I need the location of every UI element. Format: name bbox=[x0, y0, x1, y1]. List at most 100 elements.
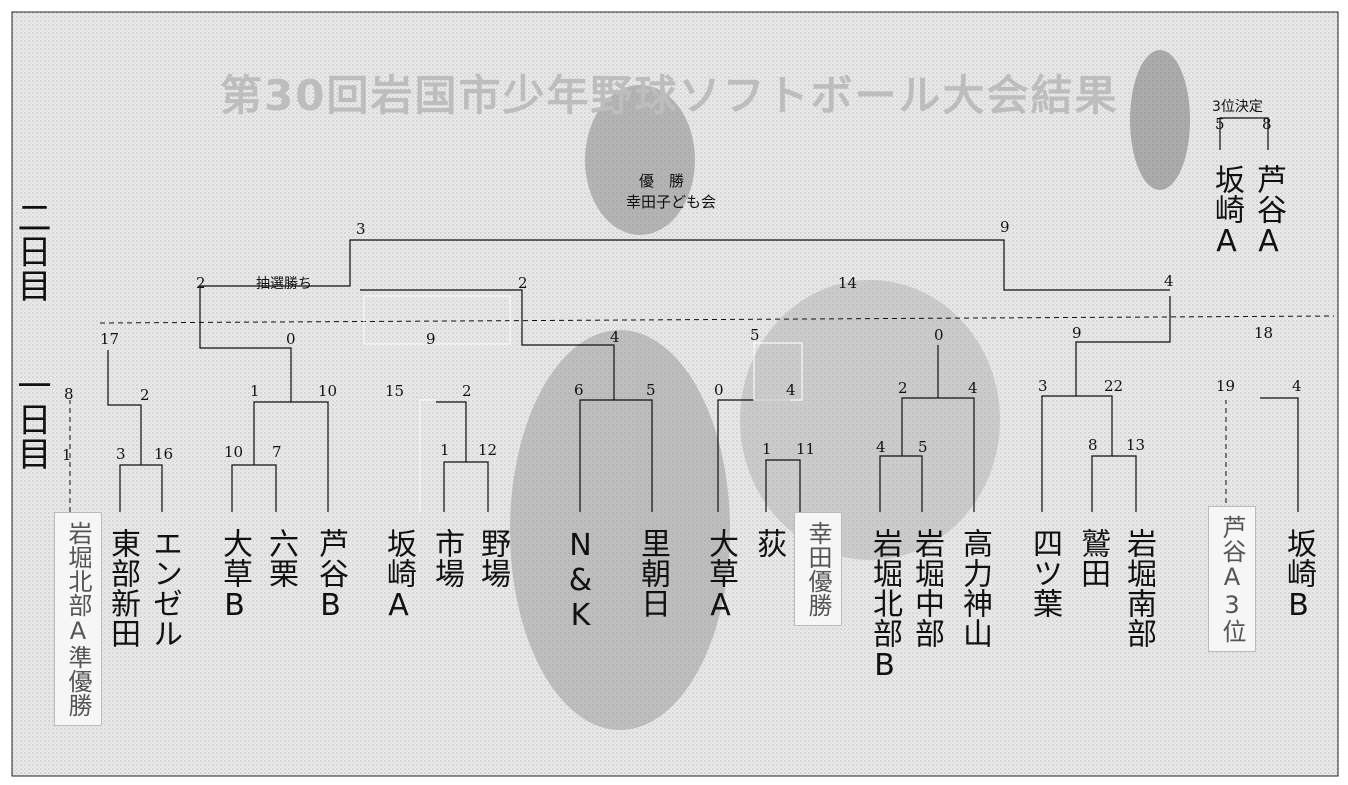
team-name: 岩堀南部 bbox=[1121, 528, 1156, 648]
score: 19 bbox=[1216, 377, 1236, 395]
round-label-day1: 一日目 bbox=[11, 368, 51, 470]
score: 9 bbox=[426, 330, 436, 348]
score: 22 bbox=[1104, 377, 1124, 395]
score: 5 bbox=[750, 326, 760, 344]
team-name: 四ツ葉 bbox=[1027, 528, 1062, 618]
score: 17 bbox=[100, 330, 120, 348]
score: 11 bbox=[796, 440, 816, 458]
score: 2 bbox=[898, 379, 908, 397]
match-line bbox=[436, 401, 467, 462]
score: 4 bbox=[968, 379, 978, 397]
team-name: 岩堀北部B bbox=[867, 528, 902, 683]
team-name: 坂崎B bbox=[1281, 528, 1316, 623]
score: 10 bbox=[224, 443, 244, 461]
match-line bbox=[199, 239, 684, 290]
score: 3 bbox=[116, 445, 126, 463]
third-place-connector bbox=[1219, 117, 1269, 150]
match-line bbox=[717, 399, 790, 512]
match-line bbox=[107, 350, 142, 465]
score: 8 bbox=[64, 385, 74, 403]
score: 4 bbox=[876, 438, 886, 456]
match-line bbox=[521, 296, 615, 400]
score: 7 bbox=[272, 443, 282, 461]
score: 2 bbox=[196, 274, 206, 292]
score: 4 bbox=[786, 381, 796, 399]
team-name: エンゼル bbox=[147, 528, 182, 648]
score: 9 bbox=[1000, 218, 1010, 236]
team-name: 荻 bbox=[751, 528, 786, 558]
score: 16 bbox=[154, 445, 174, 463]
match-line bbox=[1260, 397, 1299, 512]
team-name: 市場 bbox=[429, 528, 464, 588]
third-place-team-right: 芦谷A bbox=[1251, 164, 1286, 259]
match-line bbox=[253, 401, 329, 512]
match-line bbox=[231, 464, 277, 512]
match-line bbox=[684, 239, 1170, 291]
team-name: 鷲田 bbox=[1075, 528, 1110, 588]
champion-team: 幸田子ども会 bbox=[626, 193, 717, 211]
dashed-lines bbox=[69, 315, 1335, 512]
score: 2 bbox=[518, 274, 528, 292]
team-name: 芦谷A3位 bbox=[1208, 506, 1256, 652]
score: 3 bbox=[356, 220, 366, 238]
third-place-score-right: 8 bbox=[1262, 115, 1272, 133]
team-name: 岩堀北部A準優勝 bbox=[54, 512, 102, 726]
score: 18 bbox=[1254, 324, 1274, 342]
score: 9 bbox=[1072, 324, 1082, 342]
team-name: 野場 bbox=[475, 528, 510, 588]
match-line bbox=[1041, 395, 1113, 512]
score: 5 bbox=[646, 381, 656, 399]
match-line bbox=[1091, 455, 1137, 512]
score: 0 bbox=[714, 381, 724, 399]
team-name: 坂崎A bbox=[381, 528, 416, 623]
match-line bbox=[119, 464, 163, 512]
score: 4 bbox=[1292, 377, 1302, 395]
team-name: 東部新田 bbox=[105, 528, 140, 648]
team-name: 芦谷B bbox=[313, 528, 348, 623]
champion-label: 優 勝 bbox=[639, 172, 685, 190]
match-line bbox=[199, 290, 292, 402]
match-line bbox=[1075, 296, 1171, 396]
lottery-note: 抽選勝ち bbox=[256, 276, 312, 292]
third-place-team-left: 坂崎A bbox=[1209, 164, 1244, 259]
background-photo-shadows bbox=[510, 50, 1190, 730]
score: 1 bbox=[250, 382, 260, 400]
score: 10 bbox=[318, 382, 338, 400]
team-name: 里朝日 bbox=[635, 528, 670, 618]
score: 2 bbox=[462, 382, 472, 400]
team-name: 岩堀中部 bbox=[909, 528, 944, 648]
score: 8 bbox=[1088, 436, 1098, 454]
match-line bbox=[360, 289, 523, 296]
match-line bbox=[443, 461, 489, 512]
team-name: 六栗 bbox=[263, 528, 298, 588]
team-name: 大草A bbox=[703, 528, 738, 623]
page-title: 第30回岩国市少年野球ソフトボール大会結果 bbox=[220, 71, 1119, 120]
team-name: N&K bbox=[563, 528, 598, 633]
light-lines bbox=[363, 295, 803, 512]
score: 5 bbox=[918, 438, 928, 456]
match-line bbox=[765, 459, 801, 512]
team-name: 大草B bbox=[217, 528, 252, 623]
third-place-label: 3位決定 bbox=[1212, 99, 1263, 115]
score: 0 bbox=[934, 326, 944, 344]
score: 14 bbox=[838, 274, 858, 292]
team-name: 高力神山 bbox=[957, 528, 992, 648]
score: 6 bbox=[574, 381, 584, 399]
score: 1 bbox=[762, 440, 772, 458]
score: 2 bbox=[140, 386, 150, 404]
round-label-day2: 二日目 bbox=[11, 200, 51, 302]
match-line bbox=[901, 397, 975, 512]
score: 4 bbox=[1164, 272, 1174, 290]
score: 1 bbox=[440, 441, 450, 459]
score: 13 bbox=[1126, 436, 1146, 454]
score: 12 bbox=[478, 441, 498, 459]
score: 0 bbox=[286, 330, 296, 348]
match-line bbox=[579, 399, 653, 512]
team-name: 幸田優勝 bbox=[794, 512, 842, 626]
match-line bbox=[879, 455, 923, 512]
score: 15 bbox=[385, 382, 405, 400]
score: 1 bbox=[62, 446, 72, 464]
